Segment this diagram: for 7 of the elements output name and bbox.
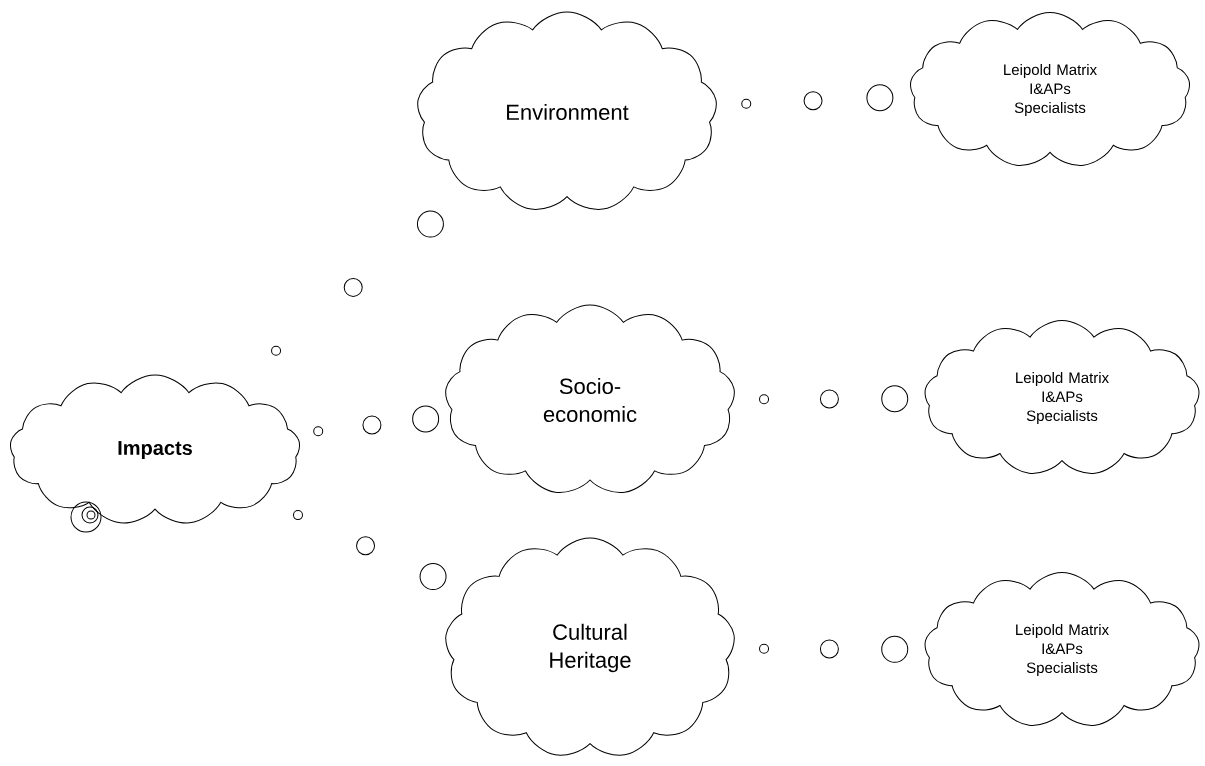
- cloud-bubble: Leipold Matrix I&APs Specialists: [924, 572, 1200, 726]
- cloud-bubble: Leipold Matrix I&APs Specialists: [910, 12, 1190, 166]
- cloud-bubble: Socio-economic: [445, 304, 735, 493]
- cloud-bubble: Environment: [417, 11, 717, 210]
- cloud-bubble: Leipold Matrix I&APs Specialists: [924, 320, 1200, 474]
- cloud-bubble: Impacts: [10, 374, 300, 524]
- cloud-bubble: Cultural Heritage: [445, 537, 735, 756]
